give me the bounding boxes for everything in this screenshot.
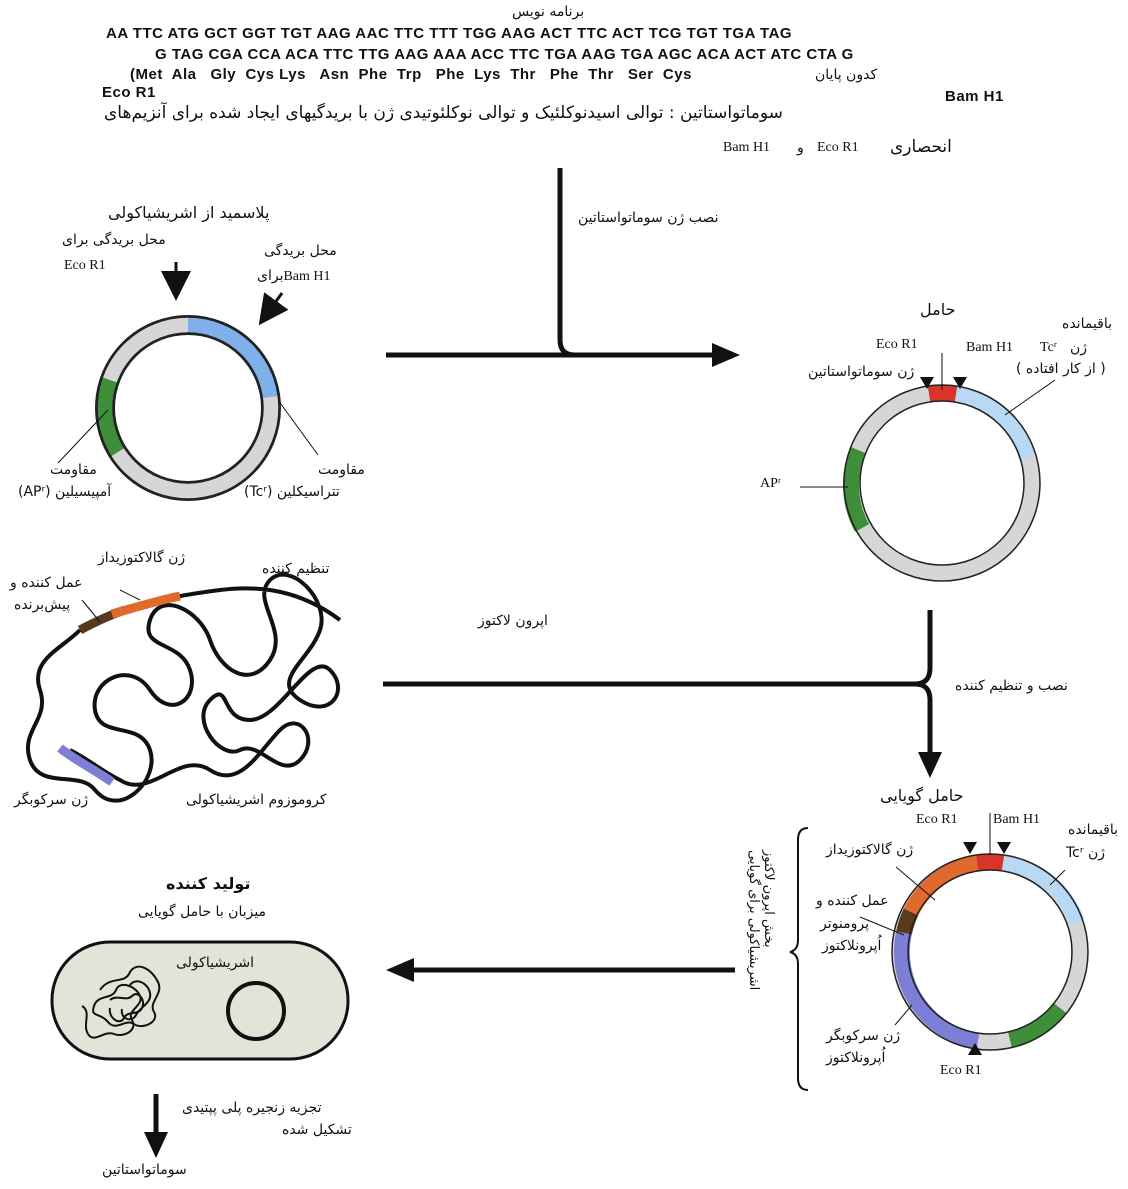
- plasmid-ring: [95, 315, 281, 501]
- expression-operator-2: پرومنوتر: [820, 916, 869, 932]
- plasmid-title: پلاسمید از اشریشیاکولی: [108, 203, 270, 222]
- stop-codon-label: کدون پایان: [815, 67, 878, 83]
- expression-eco-bottom: Eco R1: [940, 1063, 982, 1078]
- galactosidase-label: ژن گالاکتوزیداز: [98, 550, 186, 566]
- insert-step-label: نصب ژن سوماتواستاتین: [578, 210, 719, 226]
- chromosome-label: کروموزوم اشریشیاکولی: [186, 792, 327, 808]
- amino-acid-sequence: (Met Ala Gly Cys Lys Asn Phe Trp Phe Lys…: [130, 66, 692, 83]
- expression-eco-top: Eco R1: [916, 812, 958, 827]
- final-product: سوماتواستاتین: [102, 1162, 187, 1178]
- brace-label-1: بخش اپرون لاکتوز: [761, 850, 776, 948]
- caption-eco: Eco R1: [817, 140, 859, 155]
- tet-label-2: تتراسیکلین (Tcʳ): [244, 484, 340, 500]
- amp-label-2: آمپیسیلین (APʳ): [18, 484, 112, 500]
- vector-apr: APʳ: [760, 476, 781, 491]
- chromosome-dna: [26, 572, 342, 803]
- regulator-arrow: [383, 681, 933, 758]
- repressor-segment-exp: [894, 931, 980, 1049]
- regulator-label: تنظیم کننده: [262, 561, 330, 577]
- repressor-segment: [57, 744, 115, 786]
- operon-label: اپرون لاکتوز: [478, 613, 548, 629]
- galactosidase-segment: [110, 591, 181, 619]
- expression-title: حامل گویایی: [880, 786, 964, 805]
- eco-cut-label-2: Eco R1: [64, 258, 106, 273]
- vector-remaining-1: باقیمانده: [1062, 316, 1113, 332]
- bam-site-label: Bam H1: [945, 88, 1004, 105]
- expression-repressor-1: ژن سرکوبگر: [826, 1028, 901, 1044]
- expression-remaining-1: باقیمانده: [1068, 822, 1119, 838]
- tet-remnant-segment: [954, 386, 1035, 461]
- vector-title: حامل: [920, 300, 956, 319]
- expression-operator-1: عمل کننده و: [816, 893, 889, 909]
- caption-and: و: [797, 140, 804, 156]
- vector-gene-label: ژن سوماتواستاتین: [808, 364, 915, 380]
- eco-cut-label-1: محل بریدگی برای: [62, 232, 166, 248]
- cell-label: اشریشیاکولی: [176, 955, 255, 971]
- tet-gene-segment: [187, 317, 278, 399]
- tet-remnant-segment-exp: [1001, 855, 1085, 925]
- expression-galactosidase: ژن گالاکتوزیداز: [826, 842, 914, 858]
- expression-repressor-2: اُپرونلاکتوز: [826, 1050, 886, 1066]
- ecoli-cell: [50, 940, 350, 1061]
- expression-vector-ring: [891, 853, 1089, 1051]
- caption-line-2: انحصاری: [890, 137, 952, 157]
- operator-label-1: عمل کننده و: [10, 575, 83, 591]
- bam-cut-label-2: برایBam H1: [257, 269, 331, 284]
- vector-ring: [842, 384, 1041, 582]
- brace-label: بخش اپرون لاکتوز اشریشیاکولی برای گویایی: [746, 850, 776, 1080]
- operator-segment-exp: [896, 908, 919, 935]
- expression-operator-3: اُپرونلاکتوز: [822, 938, 882, 954]
- cell-chromosome: [81, 965, 161, 1039]
- cleave-label-2: تشکیل شده: [282, 1122, 352, 1138]
- transcript-label: برنامه نویس: [512, 4, 585, 20]
- dna-sequence-bottom: G TAG CGA CCA ACA TTC TTG AAG AAA ACC TT…: [155, 46, 854, 63]
- eco-site-label: Eco R1: [102, 84, 156, 101]
- vector-bam: Bam H1: [966, 340, 1014, 355]
- producer-subtitle: میزبان با حامل گویایی: [138, 904, 267, 920]
- producer-title: تولید کننده: [166, 874, 251, 893]
- galactosidase-segment-exp: [903, 855, 979, 916]
- vector-remaining-2: ژن: [1070, 340, 1088, 356]
- bam-cut-label-1: محل بریدگی: [264, 243, 337, 259]
- vector-tc: Tcʳ: [1040, 340, 1057, 355]
- operon-brace: [789, 827, 809, 1091]
- vector-remaining-3: ( از کار افتاده ): [1016, 361, 1106, 377]
- expression-remaining-2: ژن Tcʳ: [1066, 845, 1105, 861]
- amp-segment-exp: [1007, 1002, 1067, 1048]
- somatostatin-gene-segment: [927, 384, 958, 402]
- vector-eco: Eco R1: [876, 337, 918, 352]
- regulator-step-label: نصب و تنظیم کننده: [955, 678, 1068, 694]
- amp-segment-vector: [842, 446, 870, 532]
- operator-label-2: پیش‌برنده: [14, 597, 71, 613]
- amp-label-1: مقاومت: [50, 462, 97, 478]
- expression-bam: Bam H1: [993, 812, 1041, 827]
- somatostatin-segment-exp: [975, 854, 1005, 871]
- dna-sequence-top: AA TTC ATG GCT GGT TGT AAG AAC TTC TTT T…: [106, 25, 793, 42]
- cleave-label-1: تجزیه زنجیره پلی پپتیدی: [182, 1100, 322, 1116]
- tet-label-1: مقاومت: [318, 462, 365, 478]
- amp-gene-segment: [97, 377, 125, 457]
- cell-plasmid: [226, 981, 286, 1041]
- caption-line-1: سوماتواستاتین : توالی اسیدنوکلئیک و توال…: [104, 103, 783, 123]
- caption-bam: Bam H1: [723, 140, 771, 155]
- repressor-label: ژن سرکوبگر: [14, 792, 89, 808]
- bam-site-arrow: [258, 292, 289, 326]
- brace-label-2: اشریشیاکولی برای گویایی: [746, 850, 761, 991]
